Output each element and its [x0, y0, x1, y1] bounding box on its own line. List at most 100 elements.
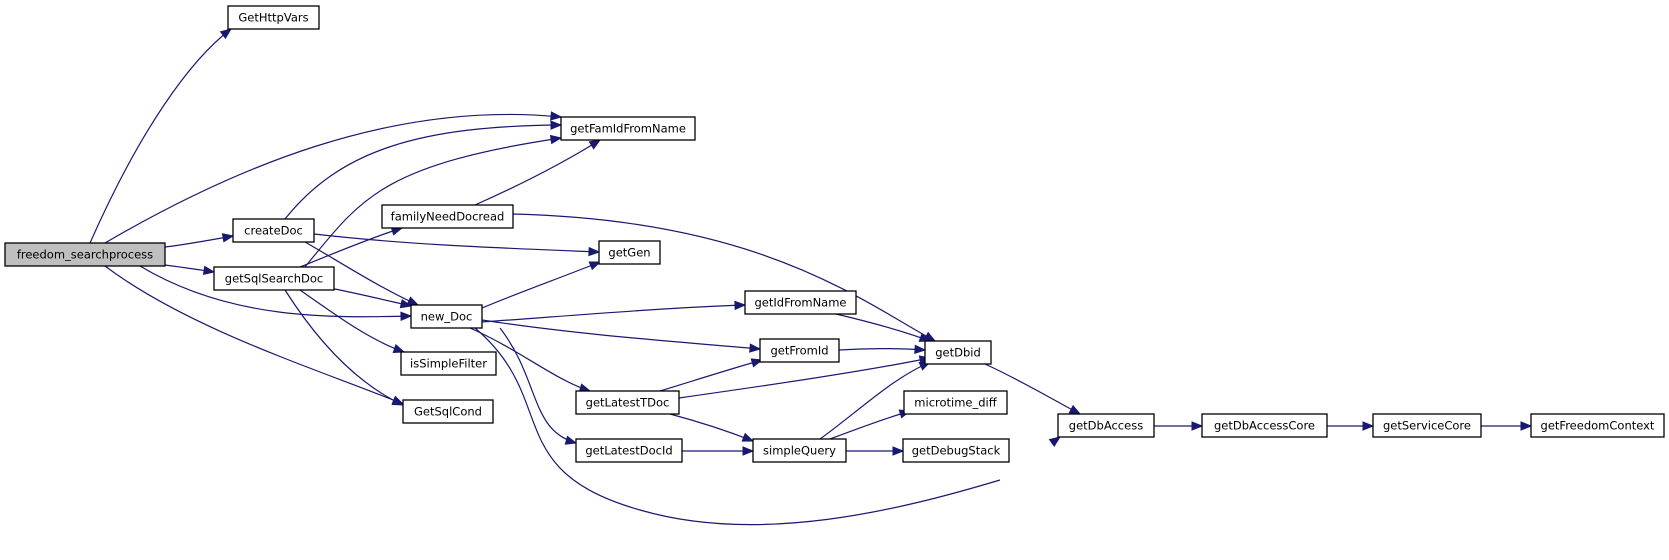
node-getDbAccess[interactable]: getDbAccess — [1057, 413, 1155, 438]
edge-freedom_searchprocess-to-createDoc — [164, 233, 235, 248]
edge-getSqlSearchDoc-to-GetSqlCond — [284, 289, 405, 406]
node-getFamIdFromName[interactable]: getFamIdFromName — [560, 116, 696, 141]
edge-new_Doc-to-getLatestDocId — [499, 327, 578, 445]
node-createDoc[interactable]: createDoc — [232, 218, 315, 243]
arrowhead-icon — [1362, 421, 1375, 431]
node-box — [575, 438, 683, 463]
node-microtime_diff[interactable]: microtime_diff — [903, 390, 1008, 415]
node-GetSqlCond[interactable]: GetSqlCond — [402, 399, 494, 424]
edge-getServiceCore-to-getFreedomContext — [1481, 421, 1533, 431]
edge-getSqlSearchDoc-to-getFamIdFromName — [304, 134, 563, 268]
edge-getDbAccess-to-getDbAccessCore — [1154, 421, 1204, 431]
node-getLatestDocId[interactable]: getLatestDocId — [575, 438, 683, 463]
edge-line — [284, 124, 562, 220]
edge-new_Doc-to-getDbAccess — [474, 327, 1062, 526]
edge-line — [469, 327, 591, 392]
node-getFreedomContext[interactable]: getFreedomContext — [1530, 413, 1665, 438]
edge-line — [512, 213, 936, 342]
arrowhead-icon — [550, 120, 563, 130]
node-getSqlSearchDoc[interactable]: getSqlSearchDoc — [213, 266, 335, 291]
node-box — [402, 399, 494, 424]
node-box — [759, 338, 840, 363]
node-freedom_searchprocess[interactable]: freedom_searchprocess — [4, 242, 166, 267]
arrowhead-icon — [221, 233, 235, 243]
node-getServiceCore[interactable]: getServiceCore — [1372, 413, 1482, 438]
edge-createDoc-to-getGen — [313, 233, 601, 257]
edge-freedom_searchprocess-to-GetHttpVars — [89, 28, 233, 244]
node-getDbid[interactable]: getDbid — [924, 340, 992, 365]
node-isSimpleFilter[interactable]: isSimpleFilter — [400, 351, 497, 376]
node-label: getDbid — [935, 346, 981, 360]
arrowhead-icon — [734, 300, 747, 311]
node-box — [227, 5, 320, 30]
edge-line — [835, 313, 931, 342]
node-new_Doc[interactable]: new_Doc — [410, 304, 483, 329]
node-box — [575, 390, 680, 415]
node-label: getFreedomContext — [1541, 419, 1655, 433]
node-GetHttpVars[interactable]: GetHttpVars — [227, 5, 320, 30]
edge-line — [481, 319, 761, 350]
arrowhead-icon — [1048, 436, 1062, 447]
edge-freedom_searchprocess-to-getSqlSearchDoc — [164, 264, 216, 276]
arrowhead-icon — [549, 134, 563, 145]
edge-line — [104, 265, 404, 405]
edge-new_Doc-to-getIdFromName — [481, 300, 747, 323]
arrowhead-icon — [219, 28, 233, 40]
node-box — [752, 438, 847, 463]
node-getLatestTDoc[interactable]: getLatestTDoc — [575, 390, 680, 415]
arrowhead-icon — [550, 111, 563, 121]
node-box — [1530, 413, 1665, 438]
node-getIdFromName[interactable]: getIdFromName — [744, 290, 857, 315]
edge-line — [838, 347, 926, 351]
arrowhead-icon — [202, 265, 216, 276]
node-box — [903, 390, 1008, 415]
arrowhead-icon — [406, 296, 420, 306]
edge-freedom_searchprocess-to-getFamIdFromName — [104, 111, 563, 244]
edge-line — [499, 327, 577, 444]
edge-getSqlSearchDoc-to-isSimpleFilter — [299, 289, 406, 353]
node-box — [410, 304, 483, 329]
edge-line — [984, 363, 1081, 415]
node-label: getIdFromName — [755, 296, 847, 310]
node-getDebugStack[interactable]: getDebugStack — [902, 438, 1010, 463]
arrowhead-icon — [750, 358, 764, 368]
node-getGen[interactable]: getGen — [598, 240, 661, 265]
arrowhead-icon — [1520, 421, 1533, 431]
node-label: getLatestTDoc — [586, 396, 670, 410]
node-box — [232, 218, 315, 243]
edge-line — [89, 28, 232, 244]
node-label: getFromId — [770, 344, 828, 358]
edge-line — [481, 304, 746, 323]
edge-line — [284, 289, 404, 406]
node-box — [598, 240, 661, 265]
node-box — [381, 204, 514, 229]
edge-line — [474, 327, 1001, 526]
node-label: freedom_searchprocess — [17, 248, 153, 262]
node-familyNeedDocread[interactable]: familyNeedDocread — [381, 204, 514, 229]
node-label: simpleQuery — [763, 444, 836, 458]
edge-getLatestTDoc-to-getFromId — [659, 358, 764, 392]
node-label: GetSqlCond — [414, 405, 482, 419]
node-box — [4, 242, 166, 267]
node-getDbAccessCore[interactable]: getDbAccessCore — [1201, 413, 1328, 438]
node-box — [744, 290, 857, 315]
edge-freedom_searchprocess-to-new_Doc — [139, 265, 413, 321]
node-box — [1057, 413, 1155, 438]
node-simpleQuery[interactable]: simpleQuery — [752, 438, 847, 463]
arrowhead-icon — [588, 139, 602, 150]
arrowhead-icon — [892, 446, 905, 456]
arrowhead-icon — [1068, 404, 1082, 415]
node-box — [213, 266, 335, 291]
edge-getSqlSearchDoc-to-new_Doc — [329, 287, 413, 309]
node-box — [400, 351, 497, 376]
edge-line — [659, 359, 763, 392]
edge-new_Doc-to-getGen — [481, 261, 602, 309]
edge-getLatestDocId-to-simpleQuery — [681, 446, 755, 456]
arrowhead-icon — [742, 446, 755, 456]
edge-line — [304, 137, 562, 268]
arrowhead-icon — [564, 435, 578, 445]
edge-familyNeedDocread-to-getFamIdFromName — [474, 139, 602, 206]
edge-line — [474, 139, 601, 206]
node-label: getFamIdFromName — [570, 122, 686, 136]
node-getFromId[interactable]: getFromId — [759, 338, 840, 363]
